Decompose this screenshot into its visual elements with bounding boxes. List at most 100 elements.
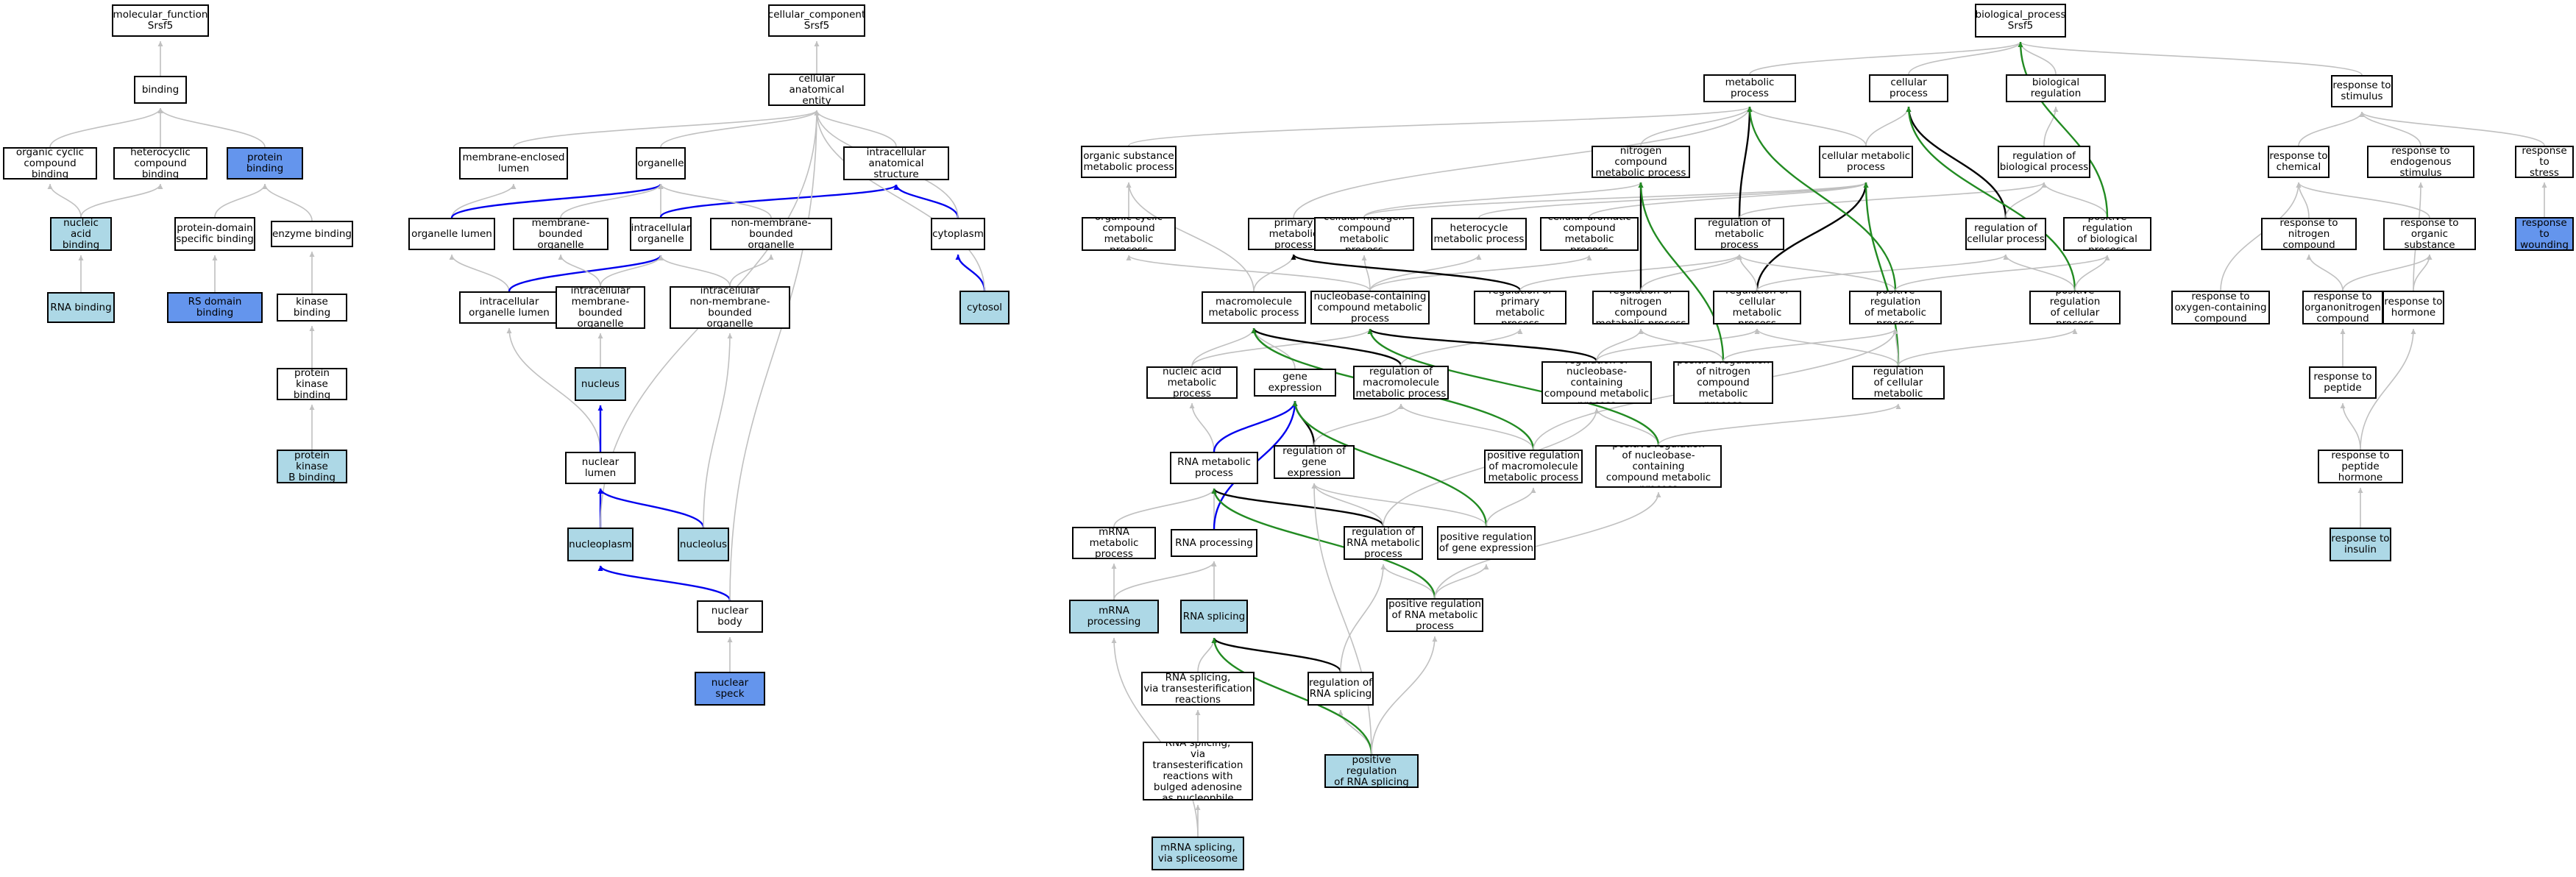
go-term-ncmp: nitrogen compound metabolic process [1592,146,1690,178]
edge-iol-to-io [508,255,664,292]
edge-pb-to-binding [157,107,266,148]
edge-rrnamp-to-rge [1311,483,1384,527]
go-term-rtph: response to peptide hormone [2318,450,2403,483]
go-term-rbp: regulation of biological process [1998,146,2090,178]
go-term-rtp: response to peptide [2309,366,2377,399]
go-term-inmbo: intracellular non-membrane-bounded organ… [670,286,790,329]
go-term-hmp: heterocycle metabolic process [1431,218,1527,250]
go-term-mrnamp: mRNA metabolic process [1072,527,1156,559]
go-term-cncmp: cellular nitrogen compound metabolic pro… [1314,217,1414,251]
go-term-cacmp: cellular aromatic compound metabolic pro… [1540,217,1639,251]
edge-rtph-to-rtp [2340,402,2361,450]
go-term-rtonc: response to organonitrogen compound [2302,291,2383,324]
edge-rrnamp-to-rnamp [1211,488,1385,527]
edge-prcp-to-cp [1906,106,2076,291]
edge-prrnas-to-rnas [1211,637,1373,755]
edge-rcp-to-cp [1906,106,2007,219]
edge-cp-to-bp [1908,41,2023,75]
edge-rge-to-ge [1292,400,1316,446]
go-term-rmmp: regulation of macromolecule metabolic pr… [1353,366,1449,400]
go-term-cc: cellular_component Srsf5 [768,4,865,37]
edge-nab-to-occb [47,183,82,218]
go-term-rnab: RNA binding [47,292,115,323]
go-term-rcp: regulation of cellular process [1965,218,2046,250]
go-term-pkb: protein kinase binding [277,368,347,400]
edge-rtonc-to-rtnc [2306,254,2343,291]
go-term-bp: biological_process Srsf5 [1975,4,2066,38]
edge-rcmp-to-cmp [1756,182,1869,291]
go-term-npl: nucleoplasm [567,528,634,561]
edge-rncmp-to-rmp [1640,254,1742,291]
edge-rge-to-rmmp [1313,403,1404,446]
go-term-mmp: macromolecule metabolic process [1202,291,1306,324]
edge-prcp-to-prbp [2074,255,2110,291]
edge-rnccmp-to-nccmp [1367,327,1598,362]
edge-mbo-to-org [560,183,664,219]
go-term-nab: nucleic acid binding [50,217,112,251]
go-term-kb: kinase binding [277,294,347,322]
edge-occb-to-binding [49,107,163,148]
edge-inmbo-to-io [658,255,731,287]
go-term-cae: cellular anatomical entity [768,74,865,106]
edge-namp-to-nccmp [1191,328,1373,367]
edge-prrnamp-to-prge [1434,564,1489,599]
edge-ncmp-to-mp [1640,106,1753,146]
go-term-rsvtr: RNA splicing, via transesterification re… [1141,672,1255,706]
edge-io-to-ias [659,183,899,218]
edge-nb-to-npl [597,565,731,601]
go-term-occmp: organic cyclic compound metabolic proces… [1082,217,1176,251]
go-term-rpmp: regulation of primary metabolic process [1474,291,1566,324]
go-term-cyto: cytoplasm [931,218,985,250]
edge-nb-to-cae [729,110,820,601]
edge-ncl-to-inmbo [703,333,733,528]
edge-osmp-to-mp [1128,106,1753,146]
edge-rtonc-to-rtos [2342,254,2433,291]
go-term-prrnas: positive regulation of RNA splicing [1324,754,1419,788]
go-term-rge: regulation of gene expression [1274,445,1355,479]
edge-ol-to-org [450,182,664,219]
go-term-cmp: cellular metabolic process [1819,146,1913,178]
go-term-mrnasvs: mRNA splicing, via spliceosome [1152,837,1244,870]
edge-cytosol-to-cyto [955,254,986,291]
edge-mel-to-cae [513,110,820,148]
edge-prmp-to-rmp [1736,254,1896,291]
edge-rmmp-to-rpmp [1400,328,1523,366]
edge-nccmp-to-hmp [1369,254,1482,291]
go-term-ge: gene expression [1254,369,1336,397]
go-term-rrnamp: regulation of RNA metabolic process [1344,526,1423,560]
edge-cmp-to-cp [1865,106,1912,146]
edge-rmmp-to-mmp [1251,327,1402,366]
go-term-rtes: response to endogenous stimulus [2367,146,2474,178]
go-term-rnccmp: regulation of nucleobase-containing comp… [1541,361,1652,404]
go-term-pkbb: protein kinase B binding [277,450,347,483]
go-term-rtocc: response to oxygen-containing compound [2171,291,2270,324]
edge-cncmp-to-cmp [1363,182,1869,218]
go-term-rncmp: regulation of nitrogen compound metaboli… [1592,291,1689,324]
edge-nccmp-to-occmp [1126,255,1371,291]
go-term-prmp: positive regulation of metabolic process [1849,291,1942,324]
edge-prcmp-to-cmp [1863,182,1900,366]
go-term-prcmp: positive regulation of cellular metaboli… [1852,366,1945,400]
go-term-rsdb: RS domain binding [167,292,263,323]
edge-rrnas-to-rrnamp [1340,564,1386,672]
edge-prmp-to-mp [1747,106,1897,291]
edge-rmp-to-rbp [1739,182,2047,219]
go-term-pb: protein binding [227,147,303,180]
edge-nl-to-iol [506,327,601,452]
edge-rpmp-to-rmp [1519,254,1742,291]
edge-nab-to-hcb [80,183,163,218]
edge-prge-to-ge [1292,400,1488,527]
edge-prbp-to-bp [2018,41,2109,218]
edge-prnccmp-to-rnccmp [1594,408,1659,446]
edge-ncl-to-nl [597,488,705,528]
go-term-rnamp: RNA metabolic process [1170,452,1258,484]
edge-rts-to-bp [2018,41,2363,76]
go-term-prrnamp: positive regulation of RNA metabolic pro… [1386,598,1483,632]
go-term-imbo: intracellular membrane-bounded organelle [556,286,645,329]
edge-prrnas-to-prrnamp [1371,636,1438,755]
edge-prcmp-to-rcmp [1754,328,1899,366]
edge-inmbo-to-nmbo [729,254,774,287]
go-term-mp: metabolic process [1703,74,1796,102]
